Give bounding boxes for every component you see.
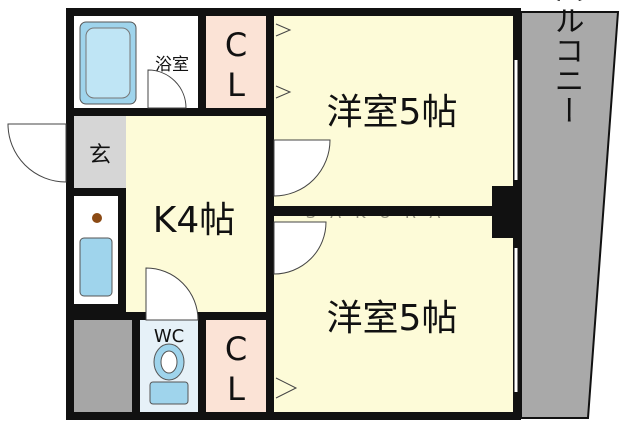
storage-block — [74, 320, 132, 412]
stove-icon — [92, 213, 102, 223]
bath-label: 浴室 — [155, 55, 189, 75]
toilet-tank — [149, 381, 189, 405]
entrance-door-swing — [7, 123, 67, 183]
sink — [79, 237, 113, 297]
room2-door-swing — [273, 221, 327, 275]
closet-bottom-label-c: C — [225, 330, 247, 368]
entrance-label: 玄 — [89, 143, 111, 168]
watermark-text: SAKURA — [306, 203, 455, 222]
bathtub-inner — [85, 27, 131, 99]
closet-bottom-label-l: L — [227, 370, 245, 408]
closet-top — [206, 16, 266, 108]
western-room-1-label: 洋室5帖 — [327, 92, 458, 133]
closet-top-door-mark — [275, 23, 292, 99]
balcony-label: バルコニー — [549, 0, 584, 125]
closet-bottom-door-mark — [275, 377, 298, 399]
closet-top-label-c: C — [225, 26, 247, 64]
kitchen-label: K4帖 — [153, 200, 236, 241]
room1-door-swing — [273, 139, 331, 197]
structural-column — [492, 186, 516, 238]
entrance-floor — [74, 116, 126, 188]
toilet-seat — [160, 350, 178, 374]
closet-top-label-l: L — [227, 66, 245, 104]
wc-label: WC — [154, 326, 184, 347]
bath-door-swing — [147, 69, 187, 109]
western-room-2-label: 洋室5帖 — [327, 298, 458, 339]
closet-bottom — [206, 320, 266, 412]
wc-door-swing — [145, 267, 199, 321]
